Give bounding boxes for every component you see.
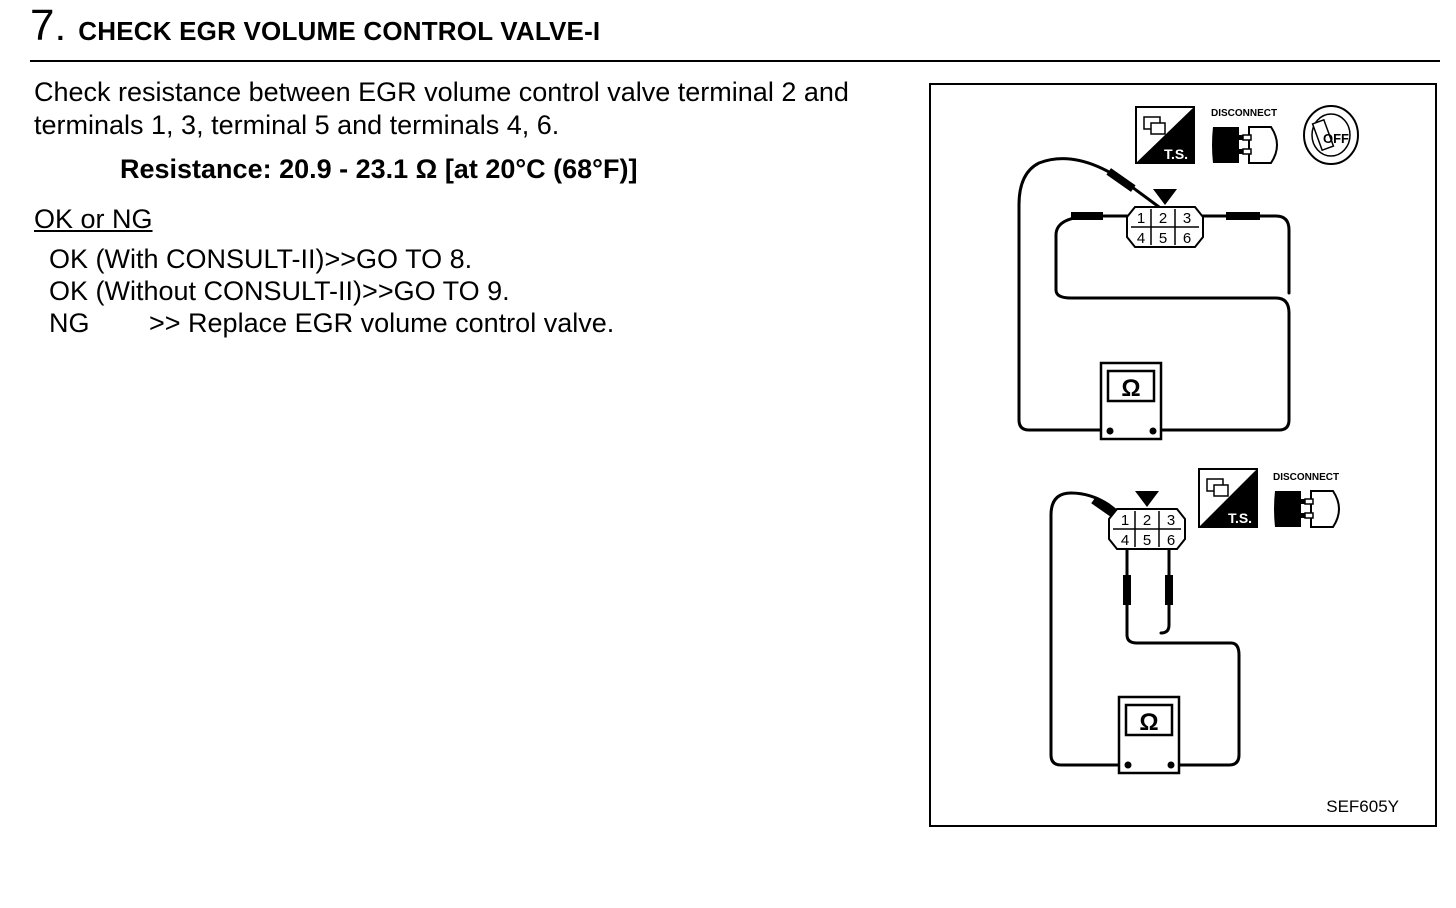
- disconnect-icon: DISCONNECT: [1211, 108, 1278, 164]
- terminal-label: 6: [1183, 230, 1191, 247]
- result-tag: OK (With CONSULT-II): [49, 244, 325, 274]
- resistance-spec: Resistance: 20.9 - 23.1 Ω [at 20°C (68°F…: [120, 154, 638, 184]
- connector-top: 1 2 3 4 5 6: [1126, 189, 1204, 248]
- result-ok-consult: OK (With CONSULT-II)>>GO TO 8.: [49, 243, 472, 275]
- figure-code: SEF605Y: [1326, 797, 1399, 816]
- probe-lead-bottom-left: [1049, 491, 1129, 767]
- terminal-label: 4: [1121, 532, 1129, 549]
- terminal-label: 5: [1143, 532, 1151, 549]
- ts-icon: T.S.: [1135, 106, 1195, 164]
- terminal-label: 3: [1167, 512, 1175, 529]
- result-action: >> Replace EGR volume control valve.: [149, 308, 615, 338]
- probe-sleeve: [1091, 496, 1119, 520]
- ohmmeter-top-icon: Ω: [1099, 361, 1163, 441]
- probe-sleeve: [1165, 575, 1173, 605]
- instruction-line-2: terminals 1, 3, terminal 5 and terminals…: [34, 110, 560, 140]
- disconnect-label: DISCONNECT: [1273, 472, 1339, 483]
- ohm-symbol: Ω: [1121, 375, 1140, 402]
- probe-sleeve: [1071, 212, 1103, 220]
- probe-lead-bottom-right: [1125, 547, 1241, 767]
- instruction-text: Check resistance between EGR volume cont…: [34, 76, 924, 142]
- terminal-label: 5: [1159, 230, 1167, 247]
- ohm-symbol: Ω: [1139, 709, 1158, 736]
- terminal-label: 6: [1167, 532, 1175, 549]
- wiring-figure: 1 2 3 4 5 6 1 2 3 4 5 6: [929, 83, 1437, 827]
- step-title: CHECK EGR VOLUME CONTROL VALVE-I: [78, 16, 601, 46]
- probe-lead-top-loop: [1054, 214, 1291, 432]
- result-action: >>GO TO 9.: [362, 276, 510, 306]
- probe-lead-bottom-mid: [1159, 547, 1171, 635]
- result-ok-no-consult: OK (Without CONSULT-II)>>GO TO 9.: [49, 275, 510, 307]
- disconnect-label: DISCONNECT: [1211, 108, 1277, 119]
- probe-lead-top-left: [1017, 157, 1161, 432]
- terminal-label: 1: [1121, 512, 1129, 529]
- result-action: >>GO TO 8.: [324, 244, 473, 274]
- terminal-marker-icon: [1135, 491, 1159, 507]
- connector-bottom: 1 2 3 4 5 6: [1108, 491, 1186, 550]
- probe-lead-top-right: [1199, 214, 1291, 295]
- instruction-line-1: Check resistance between EGR volume cont…: [34, 77, 849, 107]
- step-dot: .: [56, 15, 65, 46]
- ts-label: T.S.: [1228, 510, 1252, 526]
- step-heading: 7 . CHECK EGR VOLUME CONTROL VALVE-I: [30, 2, 600, 50]
- disconnect-icon: DISCONNECT: [1273, 472, 1340, 528]
- terminal-marker-icon: [1153, 189, 1177, 205]
- probe-sleeves: [1071, 168, 1260, 605]
- result-tag: NG: [49, 308, 90, 338]
- ignition-off-icon: OFF: [1303, 105, 1359, 165]
- result-ng: NG >> Replace EGR volume control valve.: [49, 307, 614, 339]
- probe-sleeve: [1123, 575, 1131, 605]
- figure-drawing: 1 2 3 4 5 6 1 2 3 4 5 6: [1017, 105, 1359, 775]
- terminal-label: 2: [1159, 210, 1167, 227]
- terminal-label: 4: [1137, 230, 1145, 247]
- result-tag: OK (Without CONSULT-II): [49, 276, 363, 306]
- ok-ng-label: OK or NG: [34, 204, 153, 234]
- ts-label: T.S.: [1164, 146, 1188, 162]
- terminal-label: 3: [1183, 210, 1191, 227]
- heading-rule: [30, 60, 1440, 62]
- terminal-label: 2: [1143, 512, 1151, 529]
- step-number: 7: [30, 1, 55, 50]
- ohmmeter-bottom-icon: Ω: [1117, 695, 1181, 775]
- probe-sleeve: [1226, 212, 1260, 220]
- probe-sleeve: [1106, 168, 1136, 192]
- off-label: OFF: [1323, 131, 1349, 146]
- terminal-label: 1: [1137, 210, 1145, 227]
- ts-icon: T.S.: [1198, 468, 1258, 528]
